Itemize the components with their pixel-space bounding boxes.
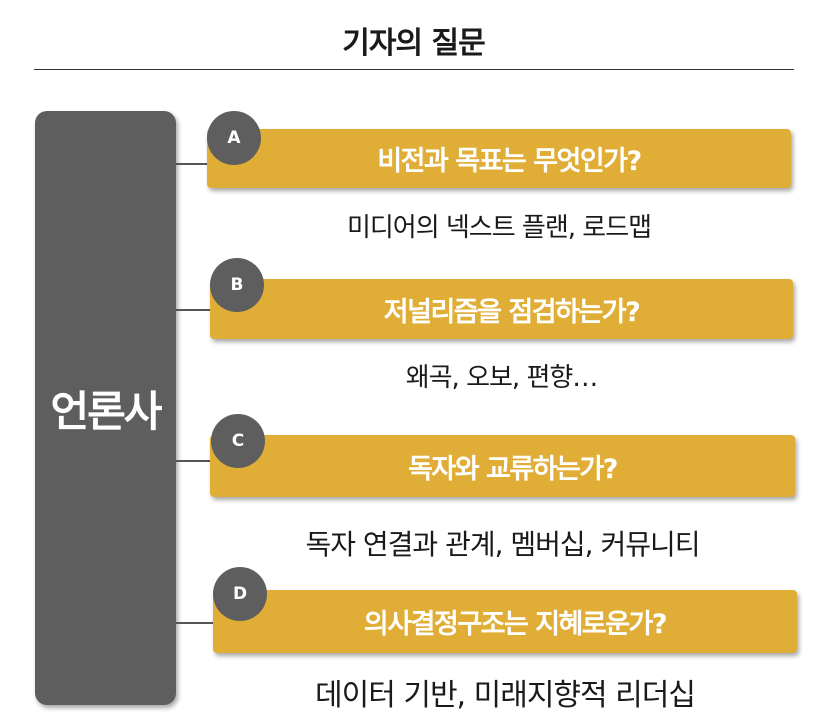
detail-b: 왜곡, 오보, 편향… bbox=[405, 363, 599, 393]
question-bar-b: 저널리즘을 점검하는가? bbox=[210, 279, 793, 339]
question-d: 의사결정구조는 지혜로운가? bbox=[363, 609, 668, 640]
badge-d: D bbox=[213, 567, 267, 621]
detail-d: 데이터 기반, 미래지향적 리더십 bbox=[315, 678, 696, 713]
question-b: 저널리즘을 점검하는가? bbox=[383, 296, 641, 328]
badge-a: A bbox=[207, 111, 261, 165]
question-c: 독자와 교류하는가? bbox=[408, 453, 618, 485]
question-a: 비전과 목표는 무엇인가? bbox=[377, 146, 642, 177]
diagram-title: 기자의 질문 bbox=[342, 26, 485, 61]
media-company-box: 언론사 bbox=[35, 111, 176, 705]
question-bar-a: 비전과 목표는 무엇인가? bbox=[207, 129, 791, 188]
badge-c: C bbox=[211, 414, 265, 468]
connector-b bbox=[176, 309, 212, 311]
connector-a bbox=[176, 163, 210, 165]
connector-d bbox=[176, 622, 214, 624]
badge-b: B bbox=[210, 258, 264, 312]
detail-a: 미디어의 넥스트 플랜, 로드맵 bbox=[346, 213, 652, 243]
question-bar-c: 독자와 교류하는가? bbox=[210, 435, 795, 497]
question-bar-d: 의사결정구조는 지혜로운가? bbox=[213, 590, 797, 653]
media-company-label: 언론사 bbox=[50, 386, 163, 436]
title-divider bbox=[34, 69, 794, 70]
detail-c: 독자 연결과 관계, 멤버십, 커뮤니티 bbox=[305, 528, 700, 561]
connector-c bbox=[176, 460, 212, 462]
